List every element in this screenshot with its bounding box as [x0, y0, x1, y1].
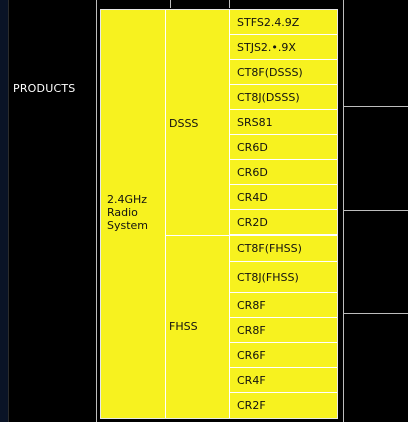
- model-name: CR6D: [237, 140, 268, 154]
- model-name: CT8F(FHSS): [237, 241, 302, 255]
- grid-line: [344, 210, 408, 211]
- model-item[interactable]: CT8F(FHSS): [230, 235, 337, 262]
- column-border: [165, 10, 166, 418]
- model-name: SRS81: [237, 115, 273, 129]
- column-border: [229, 10, 230, 418]
- model-name: CT8J(FHSS): [237, 270, 299, 284]
- system-cell: 2.4GHz Radio System: [107, 193, 148, 232]
- group-divider: [165, 235, 337, 236]
- model-item[interactable]: CT8J(FHSS): [230, 262, 337, 293]
- model-item[interactable]: CR4D: [230, 185, 337, 210]
- model-name: CR2D: [237, 215, 268, 229]
- model-item[interactable]: SRS81: [230, 110, 337, 135]
- grid-line: [229, 0, 230, 8]
- model-item[interactable]: CR4F: [230, 368, 337, 393]
- model-name: STJS2.•.9X: [237, 40, 296, 54]
- sidebar-border: [8, 0, 9, 422]
- model-item[interactable]: CR6D: [230, 135, 337, 160]
- left-sidebar-strip: [0, 0, 8, 422]
- model-item[interactable]: CR8F: [230, 318, 337, 343]
- model-name: CR8F: [237, 298, 266, 312]
- product-table: 2.4GHz Radio System DSSS FHSS STFS2.4.9Z…: [100, 9, 338, 419]
- system-line-2: Radio: [107, 206, 138, 219]
- model-item[interactable]: CT8F(DSSS): [230, 60, 337, 85]
- model-item[interactable]: CR6F: [230, 343, 337, 368]
- system-line-3: System: [107, 219, 149, 232]
- products-nav-label[interactable]: PRODUCTS: [13, 82, 76, 95]
- model-item[interactable]: CR2D: [230, 210, 337, 235]
- model-item[interactable]: STFS2.4.9Z: [230, 10, 337, 35]
- group-label-fhss: FHSS: [169, 320, 198, 333]
- model-list: STFS2.4.9Z STJS2.•.9X CT8F(DSSS) CT8J(DS…: [230, 10, 337, 418]
- model-name: CR6D: [237, 165, 268, 179]
- model-item[interactable]: CR2F: [230, 393, 337, 418]
- model-name: CR4D: [237, 190, 268, 204]
- model-item[interactable]: CR8F: [230, 293, 337, 318]
- model-name: CT8F(DSSS): [237, 65, 303, 79]
- model-name: CR4F: [237, 373, 266, 387]
- grid-line: [170, 0, 171, 8]
- model-item[interactable]: STJS2.•.9X: [230, 35, 337, 60]
- group-label-dsss: DSSS: [169, 117, 199, 130]
- model-name: CT8J(DSSS): [237, 90, 300, 104]
- model-item[interactable]: CR6D: [230, 160, 337, 185]
- model-name: CR6F: [237, 348, 266, 362]
- model-item[interactable]: CT8J(DSSS): [230, 85, 337, 110]
- grid-line: [96, 0, 97, 422]
- grid-line: [344, 313, 408, 314]
- model-name: STFS2.4.9Z: [237, 15, 300, 29]
- grid-line: [344, 106, 408, 107]
- model-name: CR8F: [237, 323, 266, 337]
- grid-line: [343, 0, 344, 422]
- system-line-1: 2.4GHz: [107, 193, 148, 206]
- model-name: CR2F: [237, 399, 266, 412]
